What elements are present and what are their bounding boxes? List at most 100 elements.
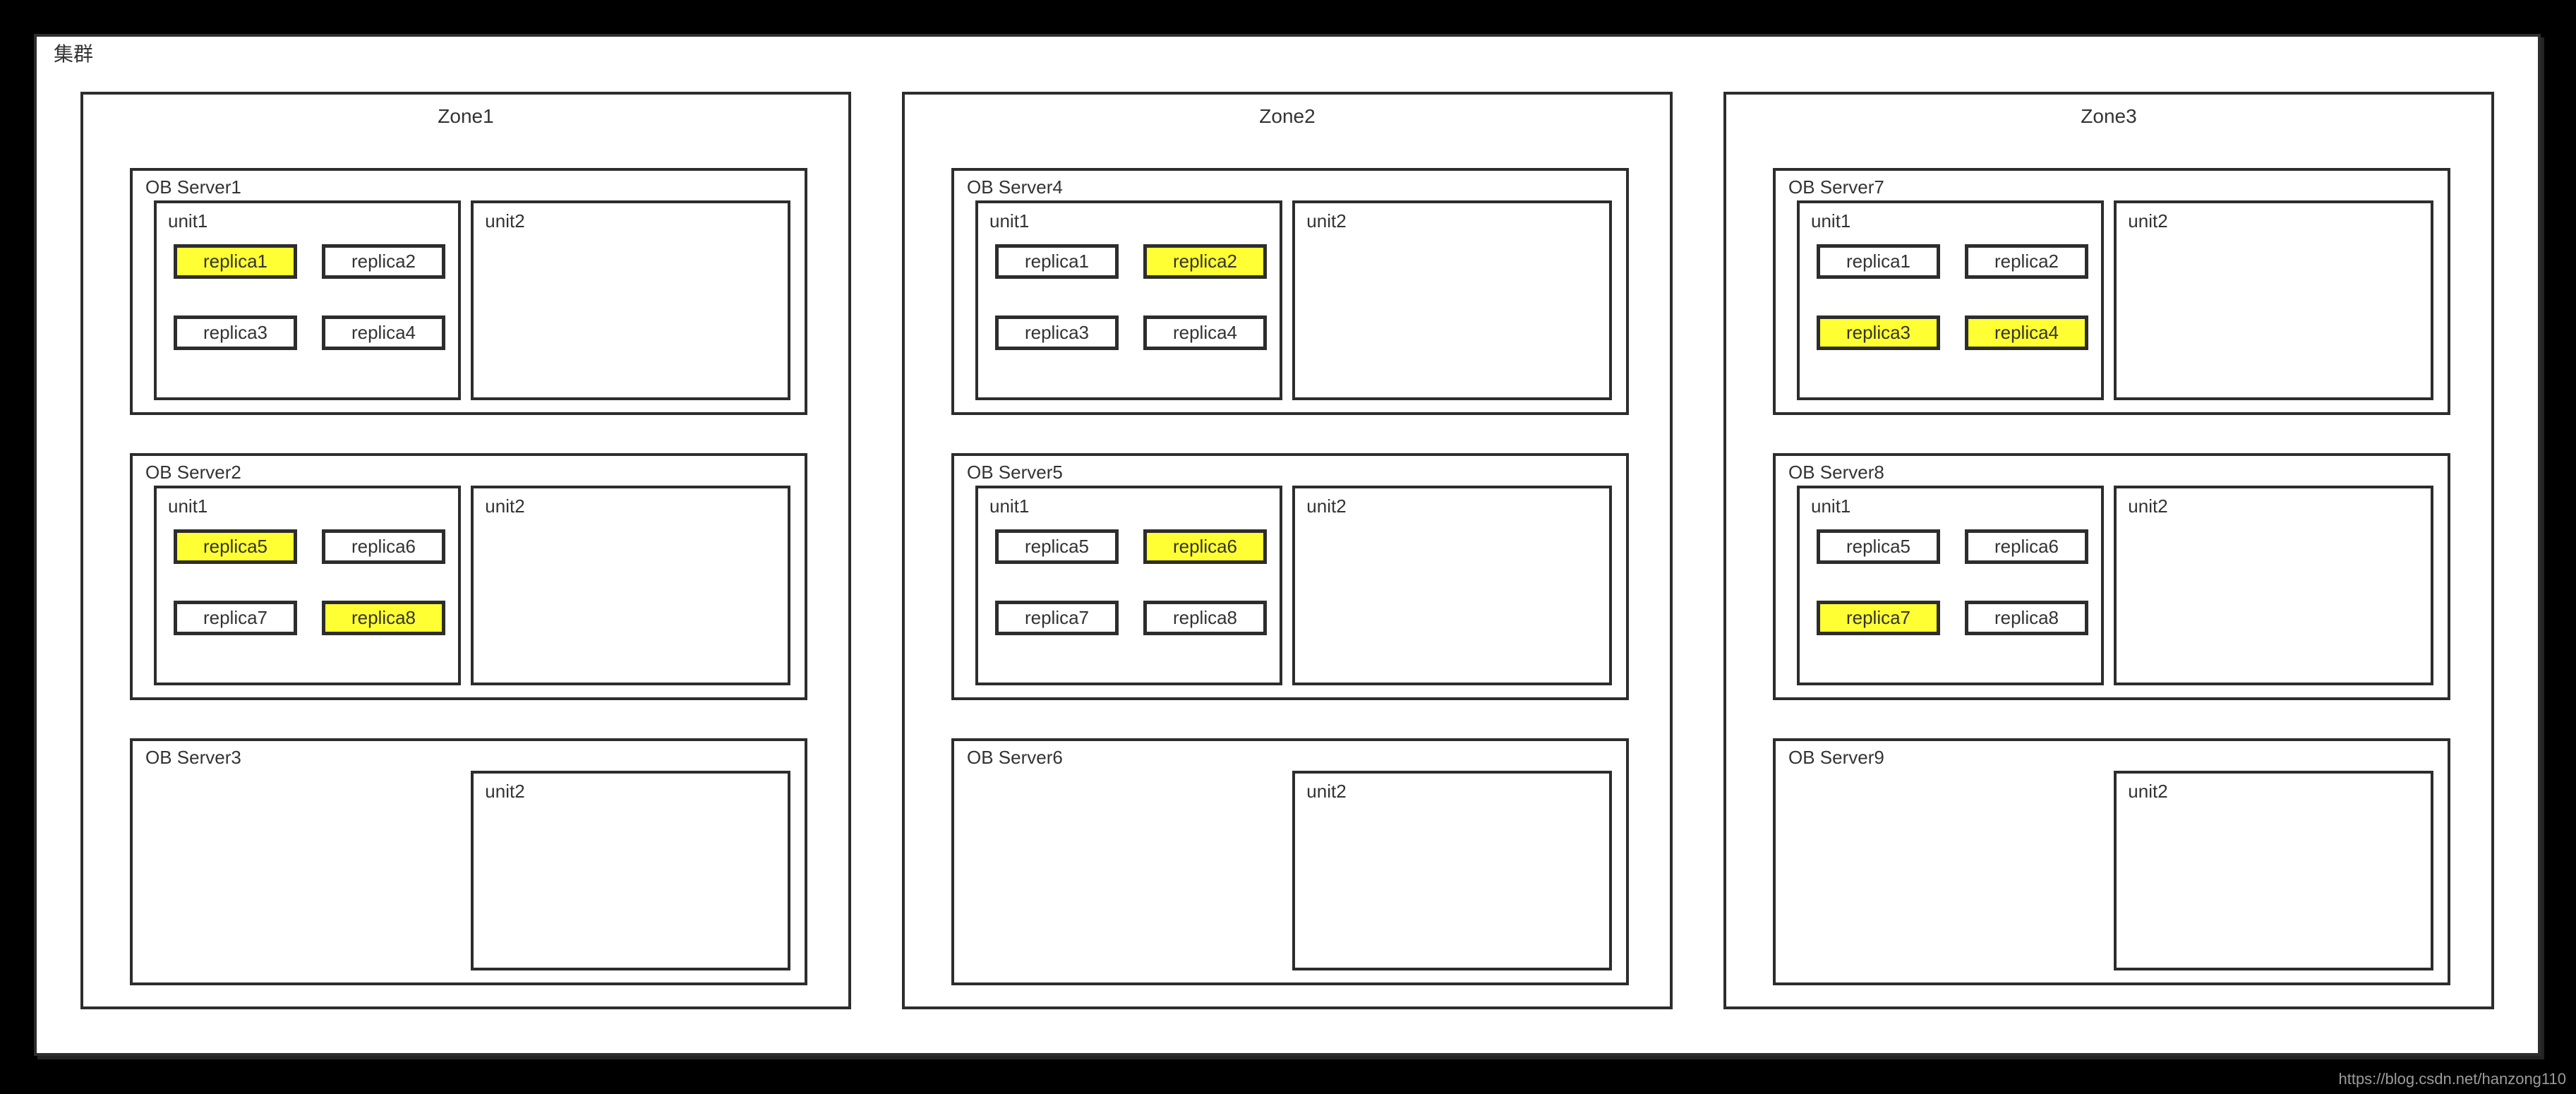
unit-label: unit1 xyxy=(168,210,208,232)
replica-box: replica1 xyxy=(995,244,1119,279)
zone-servers: OB Server4 unit1 replica1 replica2 repli… xyxy=(951,168,1629,988)
replica-box: replica7 xyxy=(174,601,297,635)
zone-title: Zone2 xyxy=(1259,105,1316,127)
server-box: OB Server2 unit1 replica5 replica6 repli… xyxy=(130,453,807,700)
watermark: https://blog.csdn.net/hanzong110 xyxy=(2338,1070,2566,1088)
replica-grid: replica5 replica6 replica7 replica8 xyxy=(174,529,458,635)
server-label: OB Server1 xyxy=(145,176,241,198)
replica-grid: replica1 replica2 replica3 replica4 xyxy=(1817,244,2101,350)
server-label: OB Server2 xyxy=(145,462,241,483)
replica-grid: replica5 replica6 replica7 replica8 xyxy=(995,529,1280,635)
server-label: OB Server8 xyxy=(1788,462,1884,483)
zone-title: Zone3 xyxy=(2081,105,2137,127)
unit-box: unit2 xyxy=(471,486,790,685)
zone-servers: OB Server1 unit1 replica1 replica2 repli… xyxy=(130,168,807,988)
unit-box: unit1 replica5 replica6 replica7 replica… xyxy=(975,486,1283,685)
unit-box: unit1 replica5 replica6 replica7 replica… xyxy=(1797,486,2105,685)
replica-box: replica8 xyxy=(1143,601,1267,635)
zone-title: Zone1 xyxy=(438,105,494,127)
unit-box: unit2 xyxy=(471,200,790,400)
units-row: unit2 xyxy=(975,771,1612,970)
zones-row: Zone1 OB Server1 unit1 replica1 replica2… xyxy=(80,92,2494,1009)
unit-box: unit1 replica1 replica2 replica3 replica… xyxy=(1797,200,2105,400)
unit-box: unit1 replica1 replica2 replica3 replica… xyxy=(975,200,1283,400)
server-label: OB Server5 xyxy=(967,462,1063,483)
unit-box: unit2 xyxy=(471,771,790,970)
replica-box: replica4 xyxy=(1965,315,2088,350)
replica-box: replica3 xyxy=(995,315,1119,350)
zone-box-3: Zone3 OB Server7 unit1 replica1 replica2… xyxy=(1723,92,2494,1009)
units-row: unit1 replica5 replica6 replica7 replica… xyxy=(975,486,1612,685)
server-label: OB Server4 xyxy=(967,176,1063,198)
server-label: OB Server6 xyxy=(967,747,1063,768)
replica-box: replica7 xyxy=(995,601,1119,635)
unit-label: unit1 xyxy=(989,495,1030,517)
units-row: unit2 xyxy=(154,771,790,970)
replica-grid: replica5 replica6 replica7 replica8 xyxy=(1817,529,2101,635)
server-box: OB Server6 unit2 xyxy=(951,738,1629,985)
units-row: unit1 replica5 replica6 replica7 replica… xyxy=(1797,486,2433,685)
server-label: OB Server7 xyxy=(1788,176,1884,198)
unit-label: unit2 xyxy=(2128,495,2168,517)
unit-label: unit1 xyxy=(989,210,1030,232)
unit-box: unit1 replica1 replica2 replica3 replica… xyxy=(154,200,462,400)
replica-box: replica7 xyxy=(1817,601,1940,635)
cluster-label: 集群 xyxy=(54,43,94,65)
server-box: OB Server7 unit1 replica1 replica2 repli… xyxy=(1773,168,2450,415)
server-box: OB Server3 unit2 xyxy=(130,738,807,985)
unit-label: unit2 xyxy=(485,210,525,232)
unit-label: unit2 xyxy=(2128,781,2168,802)
replica-box: replica5 xyxy=(995,529,1119,564)
zone-box-2: Zone2 OB Server4 unit1 replica1 replica2… xyxy=(902,92,1673,1009)
units-row: unit1 replica1 replica2 replica3 replica… xyxy=(1797,200,2433,400)
cluster-page: 集群 Zone1 OB Server1 unit1 replica1 repli… xyxy=(34,34,2541,1056)
zone-box-1: Zone1 OB Server1 unit1 replica1 replica2… xyxy=(80,92,851,1009)
replica-box: replica1 xyxy=(174,244,297,279)
server-label: OB Server3 xyxy=(145,747,241,768)
replica-box: replica4 xyxy=(322,315,445,350)
replica-box: replica3 xyxy=(174,315,297,350)
server-box: OB Server5 unit1 replica5 replica6 repli… xyxy=(951,453,1629,700)
zone-servers: OB Server7 unit1 replica1 replica2 repli… xyxy=(1773,168,2450,988)
replica-box: replica2 xyxy=(1965,244,2088,279)
replica-box: replica6 xyxy=(1143,529,1267,564)
unit-label: unit2 xyxy=(1306,495,1347,517)
unit-box: unit2 xyxy=(1292,771,1612,970)
server-box: OB Server4 unit1 replica1 replica2 repli… xyxy=(951,168,1629,415)
unit-box: unit1 replica5 replica6 replica7 replica… xyxy=(154,486,462,685)
replica-box: replica2 xyxy=(1143,244,1267,279)
replica-box: replica2 xyxy=(322,244,445,279)
unit-label: unit1 xyxy=(168,495,208,517)
unit-label: unit2 xyxy=(1306,781,1347,802)
unit-label: unit1 xyxy=(1811,495,1851,517)
units-row: unit1 replica1 replica2 replica3 replica… xyxy=(975,200,1612,400)
replica-box: replica8 xyxy=(322,601,445,635)
server-box: OB Server9 unit2 xyxy=(1773,738,2450,985)
unit-box: unit2 xyxy=(2114,200,2433,400)
server-box: OB Server1 unit1 replica1 replica2 repli… xyxy=(130,168,807,415)
replica-box: replica6 xyxy=(322,529,445,564)
units-row: unit1 replica1 replica2 replica3 replica… xyxy=(154,200,790,400)
replica-box: replica8 xyxy=(1965,601,2088,635)
units-row: unit1 replica5 replica6 replica7 replica… xyxy=(154,486,790,685)
unit-box: unit2 xyxy=(1292,200,1612,400)
unit-box: unit2 xyxy=(2114,771,2433,970)
unit-label: unit2 xyxy=(2128,210,2168,232)
unit-label: unit2 xyxy=(1306,210,1347,232)
replica-box: replica6 xyxy=(1965,529,2088,564)
unit-label: unit1 xyxy=(1811,210,1851,232)
unit-label: unit2 xyxy=(485,781,525,802)
units-row: unit2 xyxy=(1797,771,2433,970)
unit-label: unit2 xyxy=(485,495,525,517)
replica-box: replica5 xyxy=(174,529,297,564)
unit-box: unit2 xyxy=(1292,486,1612,685)
replica-box: replica5 xyxy=(1817,529,1940,564)
unit-box: unit2 xyxy=(2114,486,2433,685)
replica-grid: replica1 replica2 replica3 replica4 xyxy=(995,244,1280,350)
replica-box: replica4 xyxy=(1143,315,1267,350)
replica-box: replica3 xyxy=(1817,315,1940,350)
server-label: OB Server9 xyxy=(1788,747,1884,768)
replica-grid: replica1 replica2 replica3 replica4 xyxy=(174,244,458,350)
server-box: OB Server8 unit1 replica5 replica6 repli… xyxy=(1773,453,2450,700)
